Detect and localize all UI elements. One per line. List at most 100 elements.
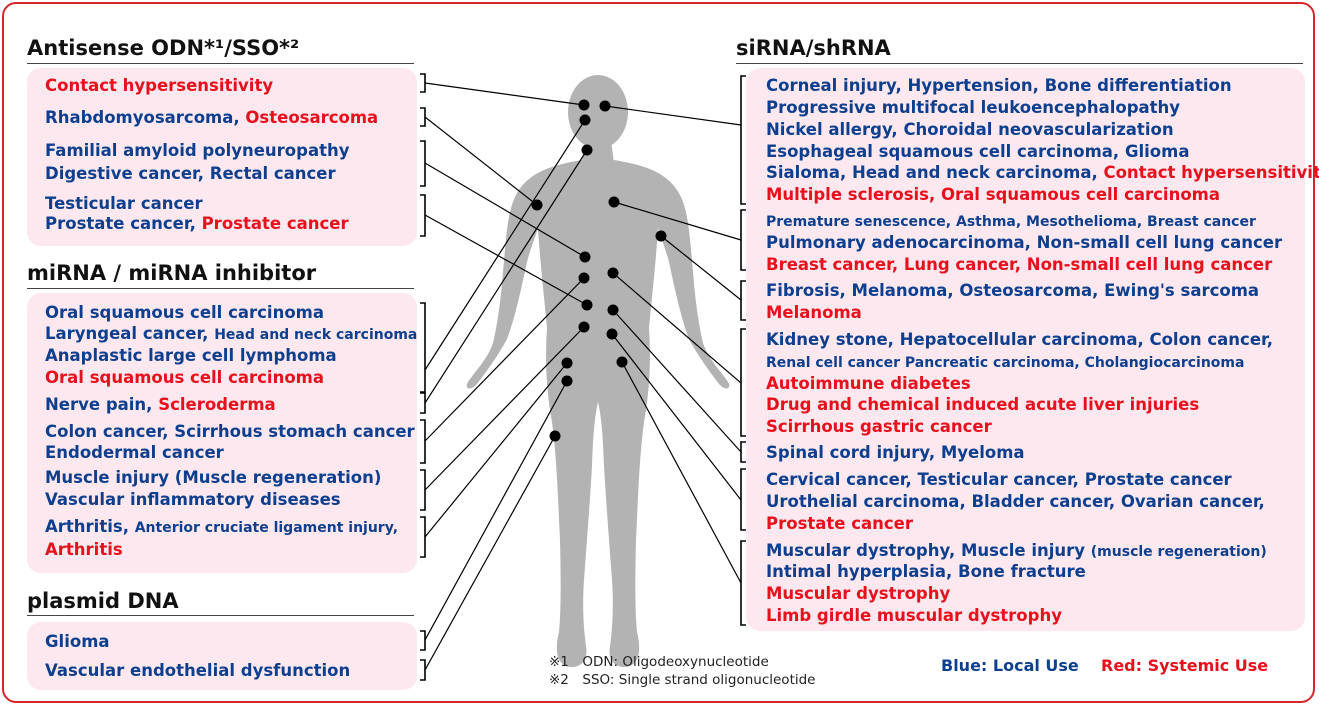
body-location-dot [579,273,590,284]
antisense-item-line: Prostate cancer, Prostate cancer [45,213,349,235]
systemic-use-text: Multiple sclerosis, Oral squamous cell c… [766,185,1220,204]
local-use-text: Muscle injury (Muscle regeneration) [45,468,381,487]
sirna-item-line: Cervical cancer, Testicular cancer, Pros… [766,469,1232,491]
sirna-item-line: Urothelial carcinoma, Bladder cancer, Ov… [766,491,1265,513]
local-use-text: Sialoma, Head and neck carcinoma, [766,163,1103,182]
bracket [420,470,425,510]
systemic-use-text: Prostate cancer [202,214,349,233]
body-location-dot [609,197,620,208]
mirna-item-line: Arthritis, Anterior cruciate ligament in… [45,516,398,539]
systemic-use-text: Oral squamous cell carcinoma [45,368,324,387]
sirna-item-line: Scirrhous gastric cancer [766,416,992,438]
bracket [741,281,746,320]
body-location-dot [580,115,591,126]
local-use-text: Spinal cord injury, Myeloma [766,443,1025,462]
local-use-text: Prostate cancer, [45,214,202,233]
mirna-item-line: Endodermal cancer [45,442,224,464]
connector-line [425,83,584,105]
local-use-text: Digestive cancer, Rectal cancer [45,164,336,183]
body-location-dot [562,376,573,387]
bracket [741,210,746,270]
sirna-item-line: Nickel allergy, Choroidal neovasculariza… [766,119,1174,141]
body-location-dot [600,101,611,112]
systemic-use-text: Drug and chemical induced acute liver in… [766,395,1199,414]
local-use-text: Anaplastic large cell lymphoma [45,346,337,365]
antisense-item-line: Familial amyloid polyneuropathy [45,140,349,162]
body-location-dot [607,329,618,340]
legend-systemic: Red: Systemic Use [1101,656,1268,675]
local-use-text: Colon cancer, Scirrhous stomach cancer [45,422,415,441]
body-torso-limbs [467,160,730,667]
sirna-item-line: Autoimmune diabetes [766,373,971,395]
local-use-text: Kidney stone, Hepatocellular carcinoma, … [766,330,1273,349]
local-use-text: Renal cell cancer Pancreatic carcinoma, … [766,355,1244,371]
bracket [420,303,425,392]
mirna-item-line: Oral squamous cell carcinoma [45,367,324,389]
antisense-item-line: Testicular cancer [45,193,203,215]
systemic-use-text: Melanoma [766,303,862,322]
antisense-item-line: Rhabdomyosarcoma, Osteosarcoma [45,107,378,129]
body-location-dot [562,358,573,369]
local-use-text: Testicular cancer [45,194,203,213]
body-location-dot [532,200,543,211]
sirna-item-line: Fibrosis, Melanoma, Osteosarcoma, Ewing'… [766,280,1259,302]
local-use-text: Arthritis, [45,517,135,536]
systemic-use-text: Muscular dystrophy [766,584,950,603]
local-use-text: Vascular endothelial dysfunction [45,661,350,680]
mirna-item-line: Anaplastic large cell lymphoma [45,345,337,367]
plasmid-item-line: Glioma [45,631,110,653]
bracket [741,469,746,530]
body-location-dot [580,252,591,263]
local-use-text: Corneal injury, Hypertension, Bone diffe… [766,76,1232,95]
mirna-item-line: Arthritis [45,539,123,561]
sirna-item-line: Breast cancer, Lung cancer, Non-small ce… [766,254,1272,276]
bracket [420,393,425,413]
local-use-text: Pulmonary adenocarcinoma, Non-small cell… [766,233,1282,252]
sirna-item-line: Premature senescence, Asthma, Mesothelio… [766,210,1256,233]
bracket [420,108,425,126]
systemic-use-text: Scleroderma [158,395,275,414]
body-location-dot [579,100,590,111]
local-use-text: Familial amyloid polyneuropathy [45,141,349,160]
body-location-dot [579,322,590,333]
bracket [741,329,746,436]
systemic-use-text: Autoimmune diabetes [766,374,971,393]
bracket [420,141,425,186]
systemic-use-text: Arthritis [45,540,123,559]
systemic-use-text: Contact hypersensitivity [1103,163,1319,182]
bracket [420,420,425,463]
sirna-item-line: Esophageal squamous cell carcinoma, Glio… [766,141,1189,163]
local-use-text: Anterior cruciate ligament injury, [135,520,398,536]
sirna-item-line: Renal cell cancer Pancreatic carcinoma, … [766,351,1244,374]
local-use-text: Laryngeal cancer, [45,324,214,343]
systemic-use-text: Contact hypersensitivity [45,76,273,95]
body-location-dot [608,268,619,279]
local-use-text: Head and neck carcinoma [214,327,417,343]
mirna-item-line: Laryngeal cancer, Head and neck carcinom… [45,323,417,346]
local-use-text: Cervical cancer, Testicular cancer, Pros… [766,470,1232,489]
sirna-item-line: Limb girdle muscular dystrophy [766,605,1062,627]
bracket [741,442,746,462]
body-location-dot [582,300,593,311]
sirna-item-line: Kidney stone, Hepatocellular carcinoma, … [766,329,1273,351]
sirna-item-line: Progressive multifocal leukoencephalopat… [766,97,1180,119]
connector-line [425,436,555,670]
systemic-use-text: Osteosarcoma [245,108,378,127]
local-use-text: Endodermal cancer [45,443,224,462]
sirna-item-line: Spinal cord injury, Myeloma [766,442,1025,464]
local-use-text: Glioma [45,632,110,651]
sirna-item-line: Multiple sclerosis, Oral squamous cell c… [766,184,1220,206]
local-use-text: Progressive multifocal leukoencephalopat… [766,98,1180,117]
mirna-item-line: Muscle injury (Muscle regeneration) [45,467,381,489]
body-location-dot [608,305,619,316]
local-use-text: Vascular inflammatory diseases [45,490,341,509]
local-use-text: Fibrosis, Melanoma, Osteosarcoma, Ewing'… [766,281,1259,300]
sirna-item-line: Drug and chemical induced acute liver in… [766,394,1199,416]
mirna-item-line: Colon cancer, Scirrhous stomach cancer [45,421,415,443]
local-use-text: Intimal hyperplasia, Bone fracture [766,562,1086,581]
sirna-item-line: Muscular dystrophy, Muscle injury (muscl… [766,540,1267,563]
systemic-use-text: Limb girdle muscular dystrophy [766,606,1062,625]
sirna-item-line: Corneal injury, Hypertension, Bone diffe… [766,75,1232,97]
legend-local: Blue: Local Use [941,656,1079,675]
systemic-use-text: Scirrhous gastric cancer [766,417,992,436]
